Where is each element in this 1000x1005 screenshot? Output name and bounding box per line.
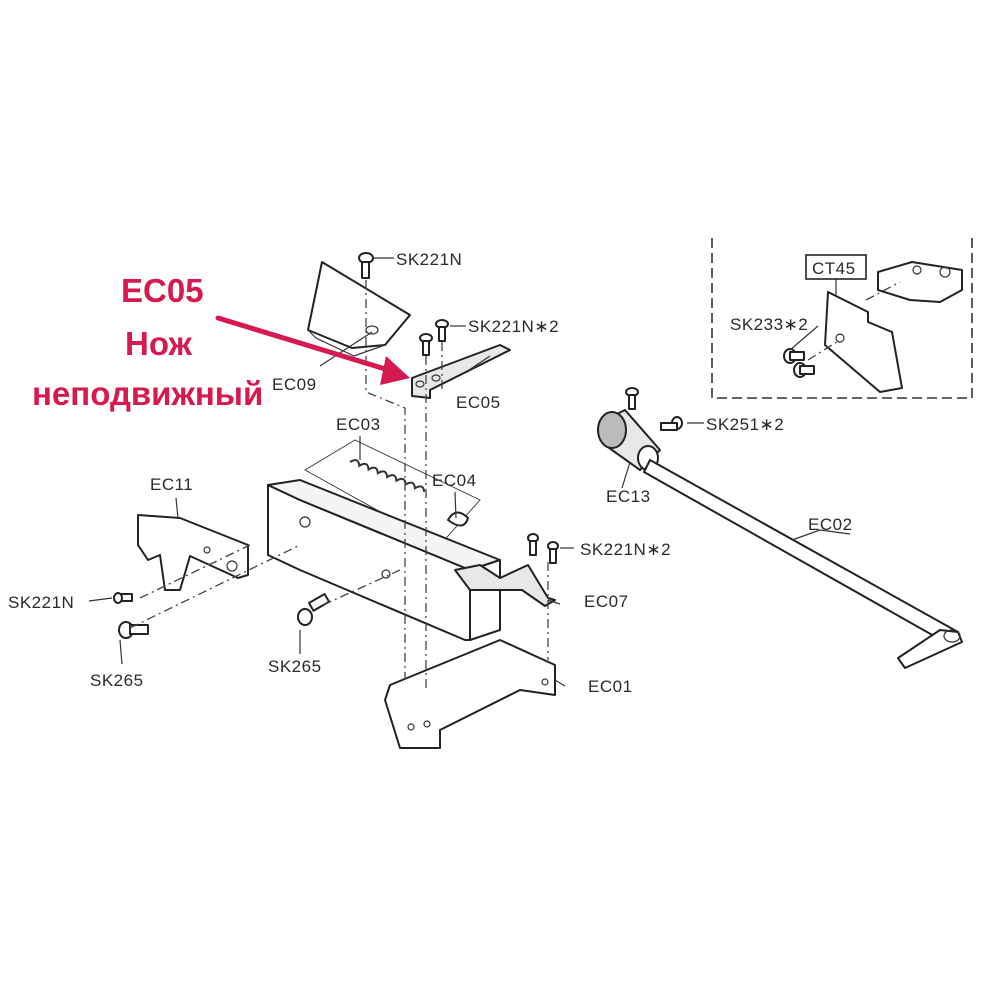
label-ec03: EC03 [336, 415, 381, 434]
label-sk233: SK233∗2 [730, 315, 808, 334]
label-sk221n-top: SK221N [396, 250, 462, 269]
ec02-shaft-part [643, 459, 963, 669]
ec09-part [307, 261, 411, 357]
label-sk221n2-top: SK221N∗2 [468, 317, 559, 336]
label-sk265-mid: SK265 [268, 657, 322, 676]
label-ec09: EC09 [272, 375, 317, 394]
sk265-left-screw [118, 621, 149, 639]
sk233-screws [783, 348, 815, 378]
label-ec01: EC01 [588, 677, 633, 696]
sk221n-left-screw [113, 592, 133, 604]
label-ec04: EC04 [432, 471, 477, 490]
annotation-line2: неподвижный [32, 375, 263, 412]
label-sk265-left: SK265 [90, 671, 144, 690]
ec04-part [447, 511, 469, 527]
ct45-bracket-part [824, 261, 963, 393]
ec07-part [454, 564, 556, 607]
label-sk221n-left: SK221N [8, 593, 74, 612]
sk221n2-top-screws [419, 319, 449, 356]
annotation-code: EC05 [121, 272, 204, 309]
ec13-gear-part [597, 387, 661, 471]
label-ec11: EC11 [150, 475, 193, 494]
label-ec13: EC13 [606, 487, 651, 506]
label-ec07: EC07 [584, 592, 629, 611]
sk251-screw [660, 416, 683, 431]
leader-lines [88, 257, 901, 690]
label-ec05: EC05 [456, 393, 501, 412]
sk221n2-mid-screws [527, 533, 559, 564]
inset-box [711, 238, 973, 399]
annotation-line1: Нож [125, 325, 193, 362]
label-ec02: EC02 [808, 515, 853, 534]
sk265-mid-screw [297, 593, 331, 626]
annotation-arrow [215, 315, 410, 385]
sk221n-top-screw [358, 252, 374, 279]
label-sk251: SK251∗2 [706, 415, 784, 434]
label-ct45: CT45 [812, 259, 856, 278]
label-sk221n2-mid: SK221N∗2 [580, 540, 671, 559]
ec11-bracket-part [137, 514, 249, 591]
ec05-knife-part [411, 344, 511, 399]
ct45-label-box [805, 254, 867, 280]
